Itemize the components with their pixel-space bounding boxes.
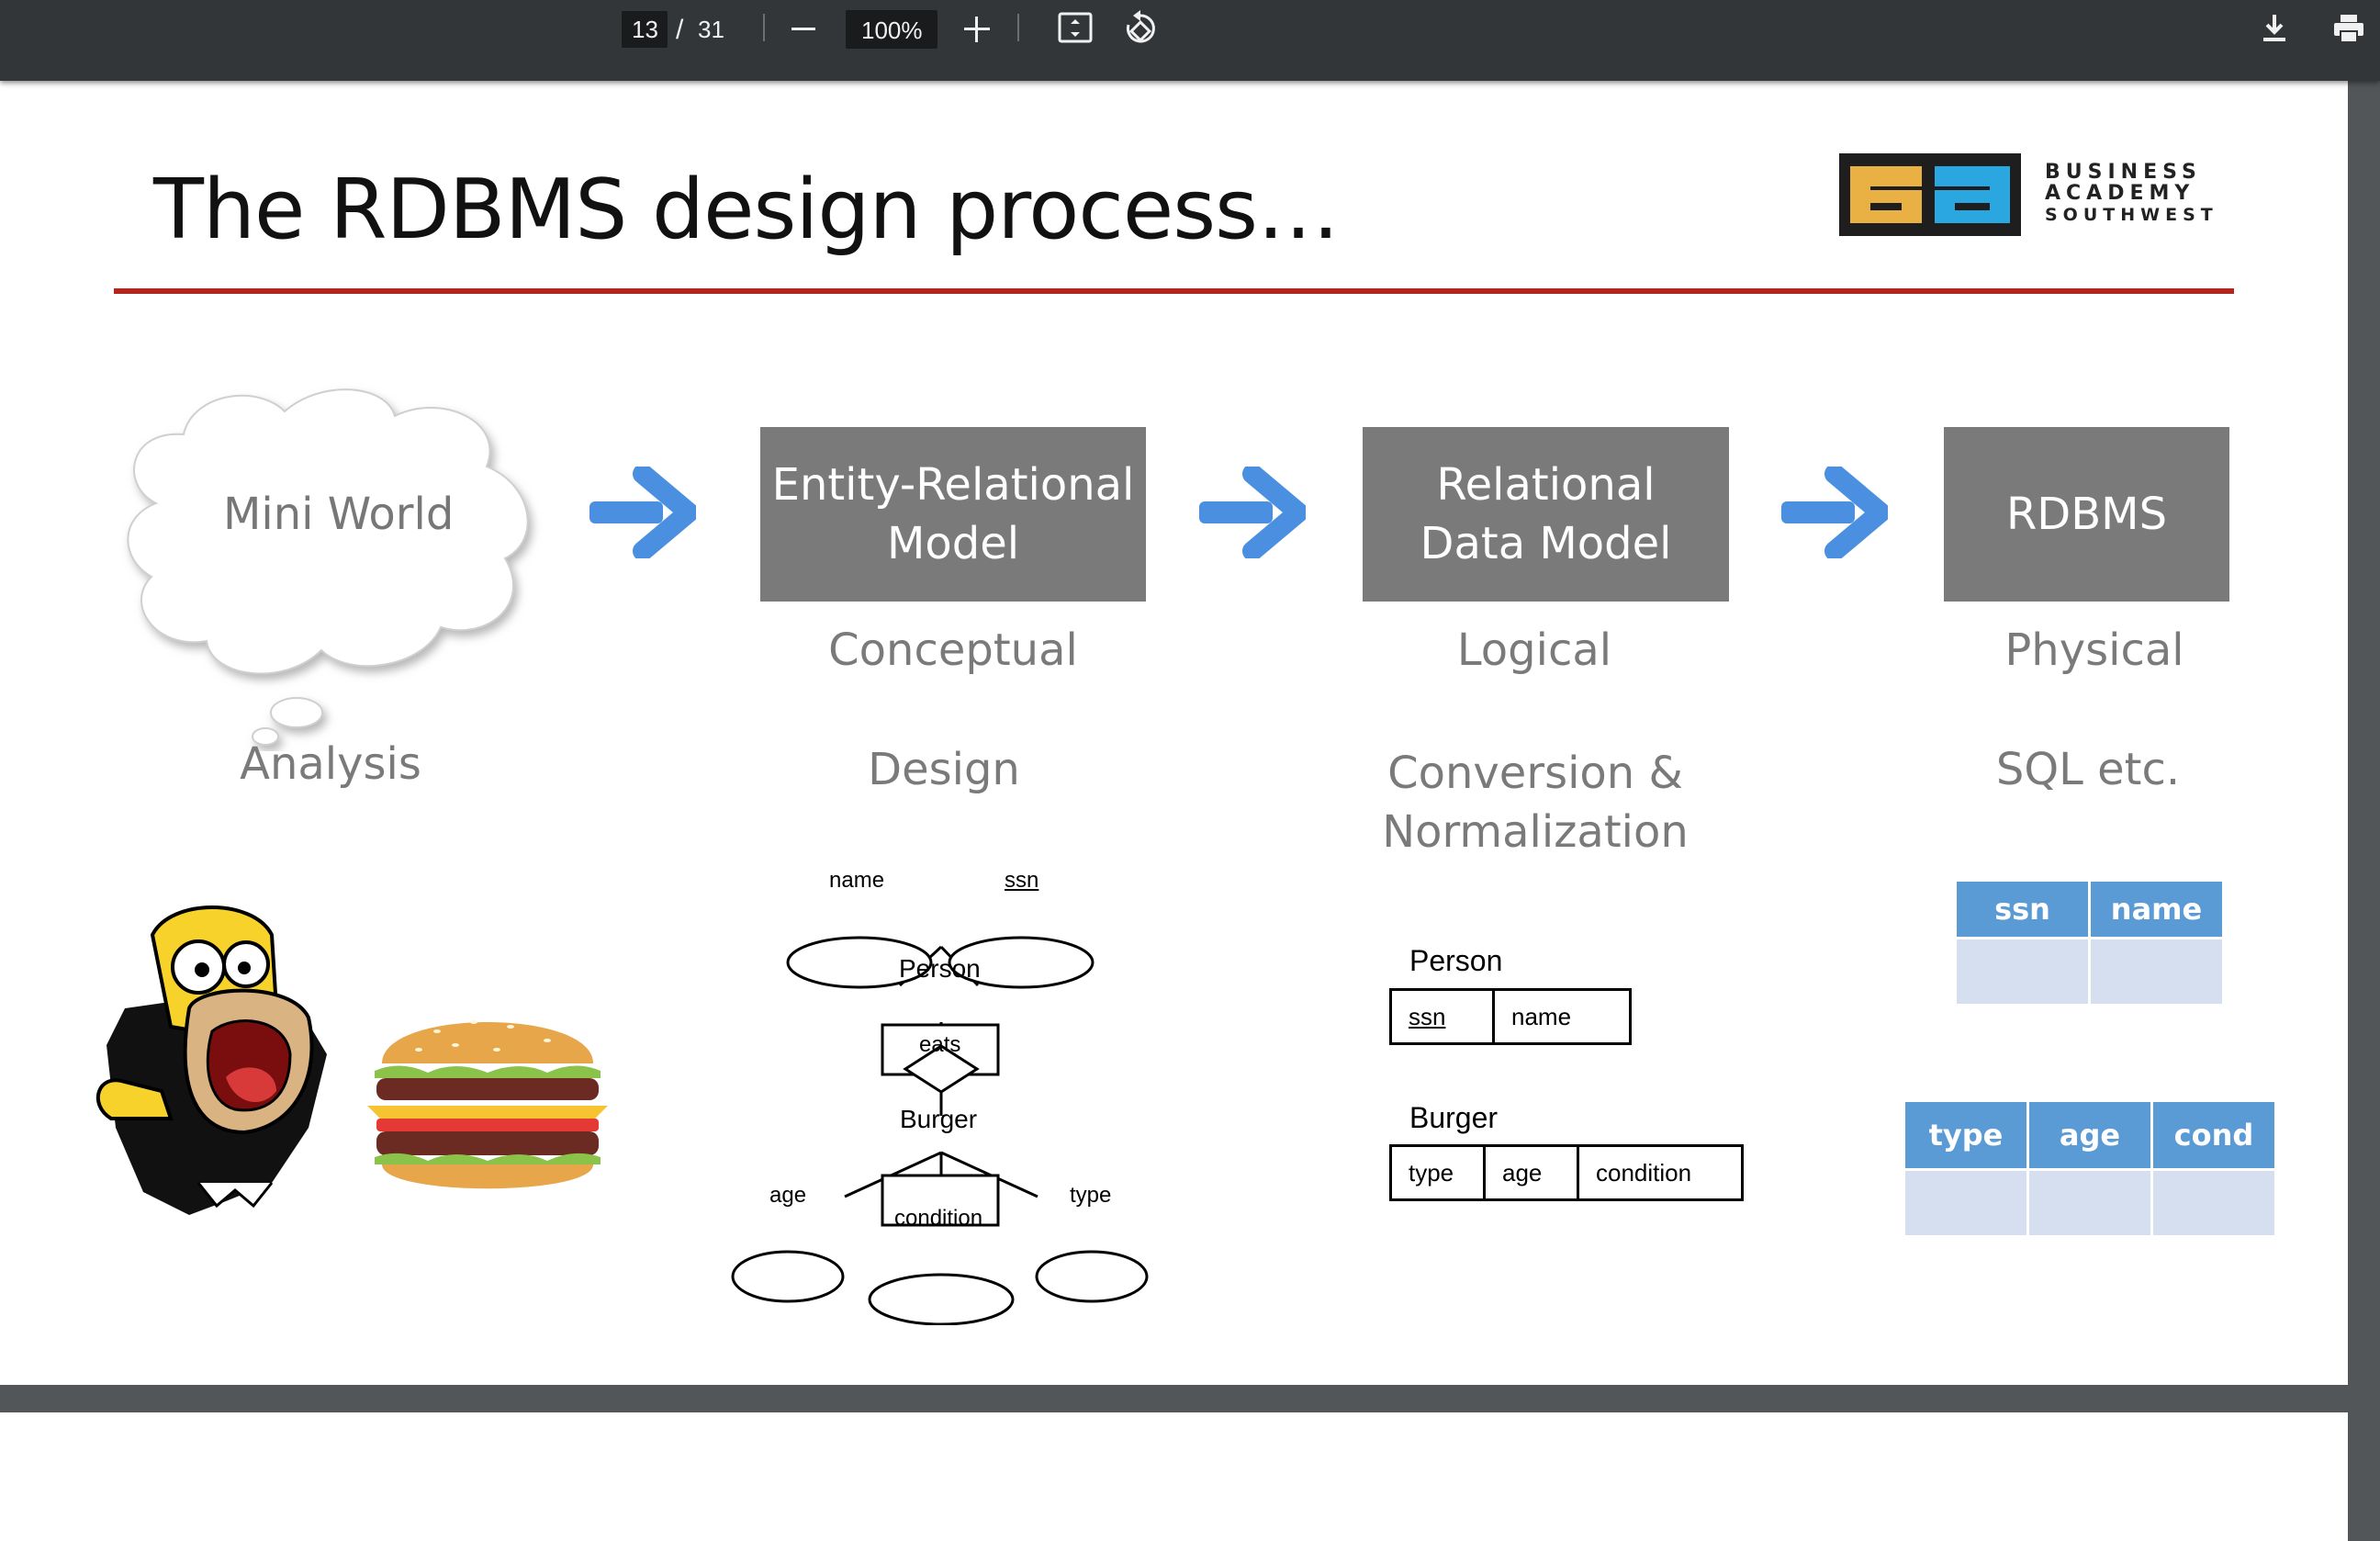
rotate-icon[interactable] (1122, 10, 1159, 47)
physical-col-header: cond (2153, 1102, 2274, 1168)
arrow-right-icon (1781, 467, 1888, 558)
homer-illustration (95, 905, 327, 1215)
relation-col: ssn (1392, 991, 1495, 1042)
plus-icon[interactable] (964, 17, 990, 42)
er-model-line1: Entity-Relational (771, 459, 1135, 511)
brand-line1: BUSINESS (2045, 161, 2202, 184)
er-entity-person: Person (899, 954, 981, 983)
print-icon[interactable] (2332, 13, 2365, 44)
er-entity-burger: Burger (900, 1105, 978, 1133)
physical-table-burger: type age cond (1905, 1102, 2276, 1249)
conversion-label: Conversion & Normalization (1352, 744, 1719, 861)
arrow-right-icon (589, 467, 696, 558)
rdbms-box: RDBMS (1944, 427, 2229, 602)
conversion-line2: Normalization (1382, 806, 1689, 858)
physical-cell (2091, 939, 2222, 1004)
physical-col-header: ssn (1957, 882, 2088, 937)
toolbar-divider (1017, 14, 1019, 41)
er-diagram (731, 936, 1149, 1325)
er-attr-ssn: ssn (1005, 868, 1039, 893)
logical-label: Logical (1456, 624, 1612, 676)
mini-world-label: Mini World (223, 489, 455, 540)
minus-icon[interactable] (791, 28, 815, 30)
scrollbar-track[interactable] (2348, 81, 2380, 1541)
pdf-page: The RDBMS design process… BUSINESS ACADE… (0, 81, 2348, 1385)
physical-label: Physical (2004, 624, 2184, 676)
relation-burger-label: Burger (1409, 1101, 1499, 1134)
physical-col-header: type (1905, 1102, 2026, 1168)
sql-label: SQL etc. (1995, 744, 2181, 795)
er-attr-age: age (769, 1183, 807, 1208)
brand-line2: ACADEMY (2045, 182, 2195, 205)
relation-col: name (1511, 1002, 1572, 1030)
physical-col-header: age (2029, 1102, 2150, 1168)
thought-cloud (127, 388, 529, 746)
relational-model-box: Relational Data Model (1363, 427, 1729, 602)
er-attr-condition: condition (894, 1206, 983, 1231)
relation-col: condition (1596, 1158, 1692, 1187)
relation-person: ssn name (1389, 988, 1632, 1045)
zoom-level: 100% (861, 17, 923, 44)
rdbms-label: RDBMS (2005, 489, 2168, 540)
slide-title: The RDBMS design process… (153, 162, 1340, 258)
pdf-toolbar: 13 / 31 100% (0, 0, 2380, 81)
burger-illustration (367, 1020, 608, 1189)
zoom-input[interactable]: 100% (846, 10, 937, 49)
physical-table-person: ssn name (1957, 882, 2225, 1010)
total-pages: 31 (698, 16, 724, 43)
relation-person-label: Person (1409, 944, 1503, 977)
pdf-next-page (0, 1412, 2348, 1541)
current-page: 13 (632, 16, 658, 43)
relation-col: age (1486, 1147, 1579, 1198)
logo-mark-icon (1850, 166, 2010, 223)
er-attr-type: type (1070, 1183, 1112, 1208)
relational-model-line1: Relational (1436, 459, 1656, 511)
brand-line3: SOUTHWEST (2045, 205, 2218, 225)
relation-burger: type age condition (1389, 1144, 1744, 1201)
design-label: Design (868, 744, 1020, 795)
relation-col: type (1392, 1147, 1486, 1198)
er-attr-name: name (829, 868, 885, 893)
arrow-right-icon (1199, 467, 1306, 558)
page-number-input[interactable]: 13 (622, 11, 668, 48)
er-relationship-eats: eats (919, 1032, 961, 1057)
attr-ellipse (786, 936, 933, 989)
physical-cell (2153, 1171, 2274, 1235)
physical-cell (2029, 1171, 2150, 1235)
er-model-line2: Model (886, 518, 1020, 569)
toolbar-divider (763, 14, 765, 41)
analysis-label: Analysis (240, 738, 421, 790)
fit-page-icon[interactable] (1058, 12, 1093, 45)
conversion-line1: Conversion & (1387, 748, 1683, 799)
logo (1839, 153, 2021, 236)
relational-model-line2: Data Model (1420, 518, 1672, 569)
download-icon[interactable] (2261, 13, 2288, 44)
physical-cell (1905, 1171, 2026, 1235)
physical-col-header: name (2091, 882, 2222, 937)
er-model-box: Entity-Relational Model (760, 427, 1146, 602)
title-rule (114, 288, 2234, 294)
page-separator: / (676, 15, 684, 45)
attr-ellipse (948, 936, 1095, 989)
physical-cell (1957, 939, 2088, 1004)
conceptual-label: Conceptual (828, 624, 1078, 676)
